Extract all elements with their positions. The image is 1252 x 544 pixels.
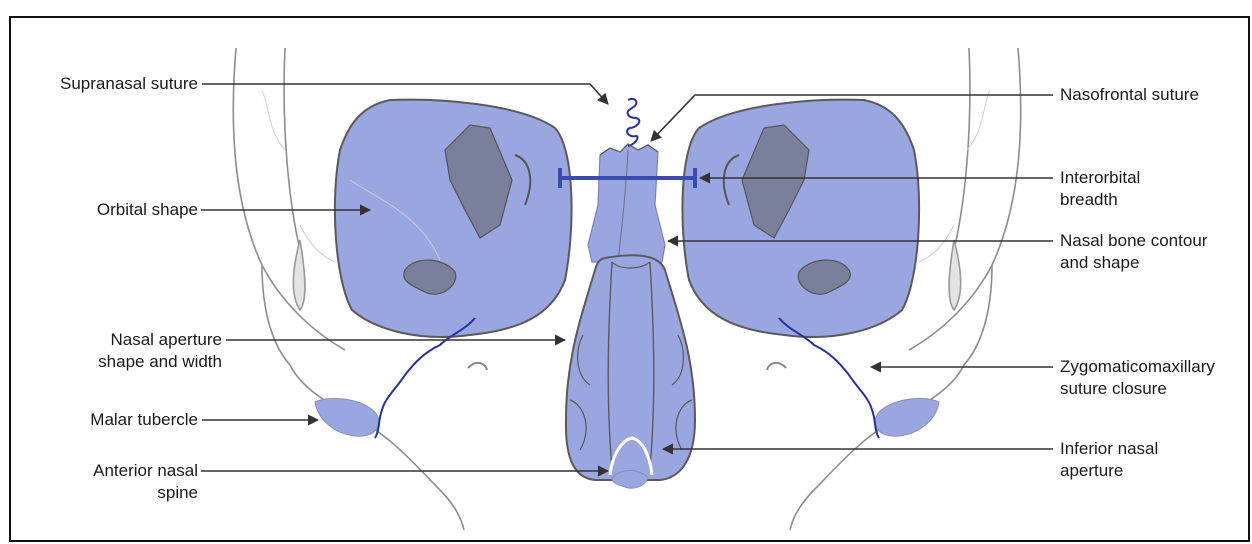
malar-tubercle-left (315, 398, 379, 436)
label-supranasal-suture: Supranasal suture (24, 73, 198, 95)
infraorbital-foramen-right (767, 363, 786, 370)
label-nasal-aperture-shape: Nasal aperture shape and width (24, 329, 222, 373)
right-orbit (682, 100, 919, 337)
label-nasofrontal-suture: Nasofrontal suture (1060, 84, 1246, 106)
label-zygomaticomaxillary-suture: Zygomaticomaxillary suture closure (1060, 356, 1246, 400)
label-inferior-nasal-aperture: Inferior nasal aperture (1060, 438, 1246, 482)
label-nasal-bone-contour: Nasal bone contour and shape (1060, 230, 1246, 274)
label-anterior-nasal-spine: Anterior nasal spine (24, 460, 198, 504)
nasal-aperture (566, 255, 695, 480)
label-malar-tubercle: Malar tubercle (24, 409, 198, 431)
nasal-bones (588, 144, 665, 262)
malar-tubercle-right (875, 398, 939, 436)
label-orbital-shape: Orbital shape (24, 199, 198, 221)
infraorbital-foramen-left (468, 363, 487, 370)
label-interorbital-breadth: Interorbital breadth (1060, 167, 1246, 211)
supranasal-suture-line (627, 99, 639, 146)
left-orbit (335, 100, 572, 337)
anterior-nasal-spine-shape (612, 471, 648, 489)
